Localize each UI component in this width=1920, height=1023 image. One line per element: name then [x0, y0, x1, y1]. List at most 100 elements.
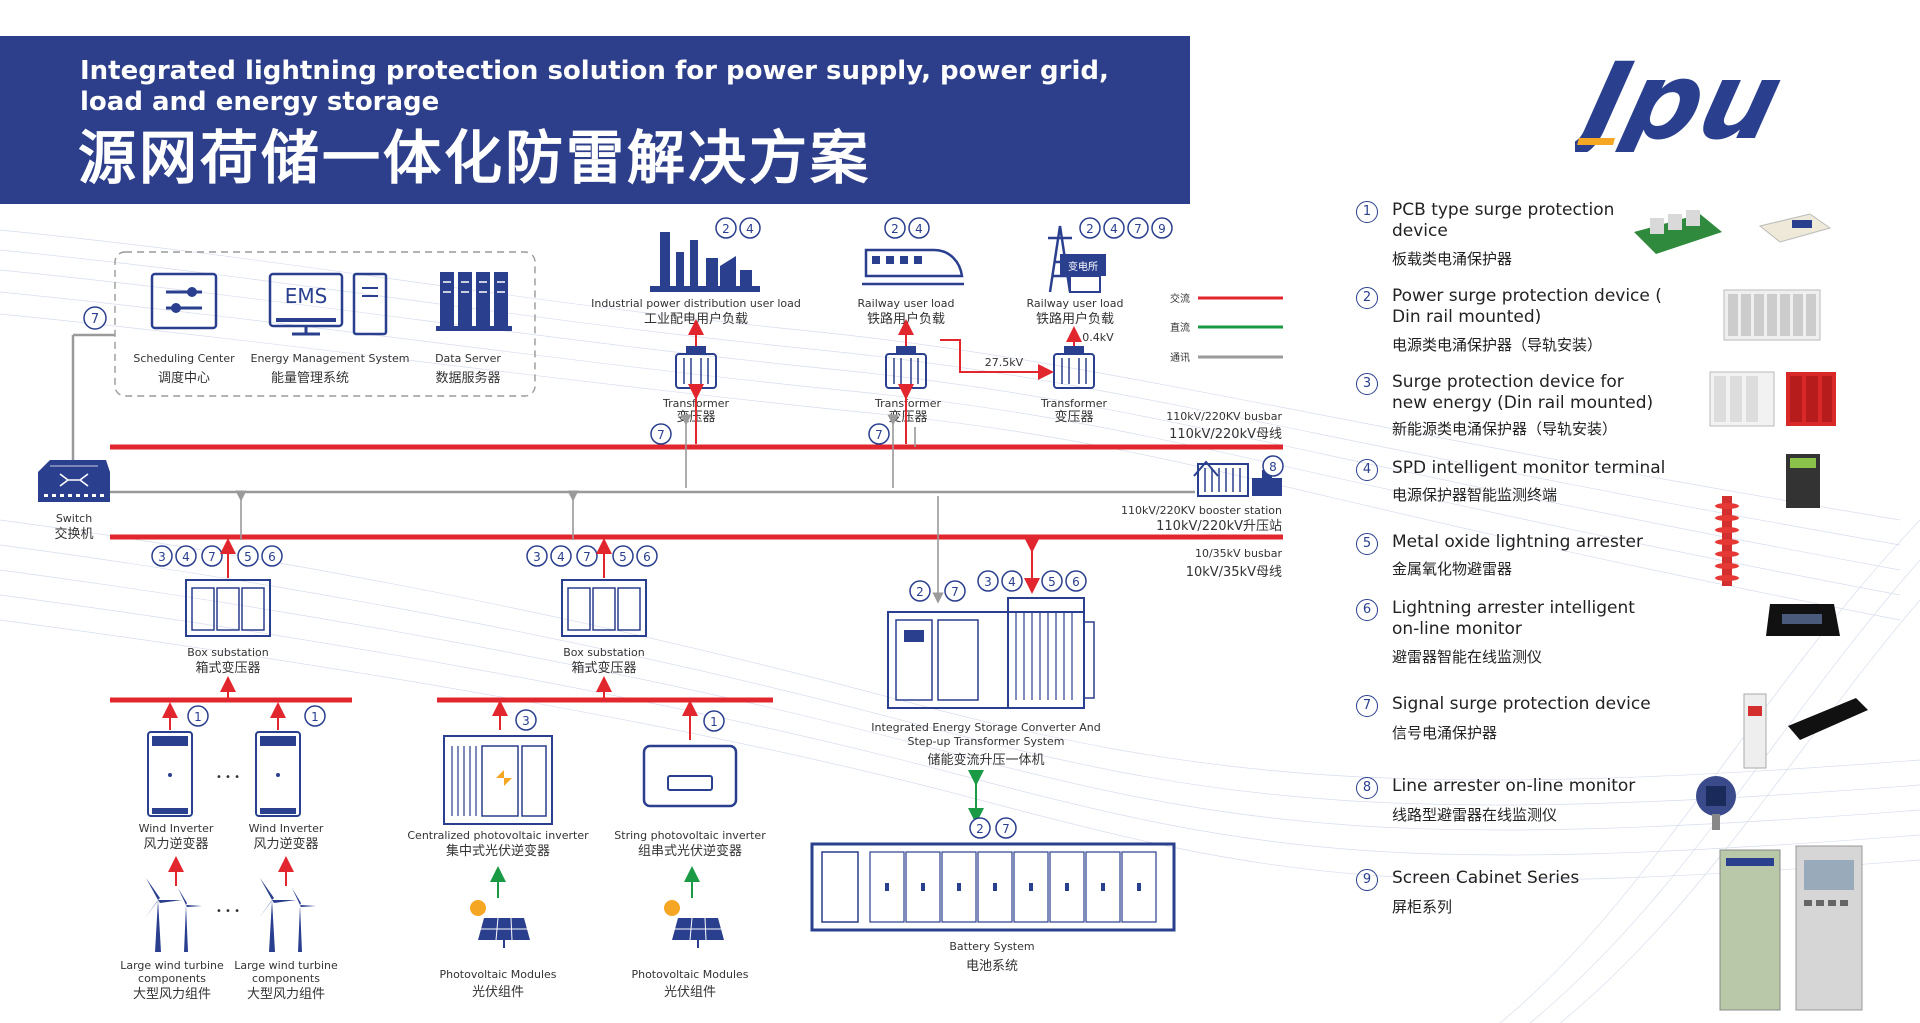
string-inverter-en: String photovoltaic inverter — [614, 829, 766, 842]
svg-text:2: 2 — [976, 822, 984, 836]
product-zh: 避雷器智能在线监测仪 — [1392, 648, 1543, 666]
svg-text:7: 7 — [875, 428, 883, 442]
voltage-04-label: 0.4kV — [1082, 331, 1114, 344]
box-substation-1 — [185, 579, 271, 637]
svg-text:4: 4 — [1008, 575, 1016, 589]
product-num: 6 — [1356, 599, 1378, 621]
svg-text:8: 8 — [1269, 460, 1277, 474]
svg-text:7: 7 — [951, 585, 959, 599]
booster-badge: 8 — [1262, 455, 1284, 477]
svg-text:7: 7 — [583, 550, 591, 564]
railway1-badges: 2 4 — [884, 217, 930, 239]
svg-text:2: 2 — [891, 222, 899, 236]
ems-screen-text: EMS — [285, 284, 328, 308]
box-substation-1-badges: 3 4 7 5 6 — [151, 545, 283, 567]
turbine-2-zh: 大型风力组件 — [247, 987, 325, 1002]
scheduling-label-en: Scheduling Center — [133, 352, 235, 365]
din-spd-image — [1723, 289, 1821, 341]
industrial-badges: 2 4 — [715, 217, 761, 239]
central-inverter-icon — [443, 735, 553, 825]
product-en: Signal surge protection device — [1392, 694, 1651, 714]
ems-monitor-icon — [268, 272, 388, 336]
wind-inverter-1-en: Wind Inverter — [139, 822, 214, 835]
transformer-1-icon — [675, 346, 717, 389]
turbine-1-en2: components — [138, 972, 206, 985]
title-en: Integrated lightning protection solution… — [80, 56, 1109, 117]
product-num: 9 — [1356, 869, 1378, 891]
turbine-arrows — [168, 856, 294, 886]
product-num: 3 — [1356, 373, 1378, 395]
voltage-27-label: 27.5kV — [985, 356, 1024, 369]
battery-system-icon — [810, 842, 1176, 932]
switch-label-en: Switch — [56, 512, 92, 525]
product-zh: 电源类电涌保护器（导轨安装） — [1392, 336, 1603, 354]
comm-links — [235, 414, 944, 604]
wind-inverter-2-zh: 风力逆变器 — [253, 836, 318, 852]
storage-converter-icon — [887, 597, 1095, 709]
svg-text:1: 1 — [710, 715, 718, 729]
product-en: PCB type surge protection device — [1392, 200, 1615, 241]
line-legend: 交流 直流 通讯 — [1170, 292, 1283, 364]
substation-label: 变电所 — [1068, 260, 1098, 273]
railway1-label-zh: 铁路用户负载 — [867, 311, 945, 327]
pv-modules-1-en: Photovoltaic Modules — [439, 968, 556, 981]
switch-icon — [38, 460, 110, 502]
product-num: 8 — [1356, 777, 1378, 799]
booster-zh: 110kV/220kV升压站 — [1156, 519, 1282, 534]
product-zh: 屏柜系列 — [1392, 898, 1453, 916]
svg-text:6: 6 — [1072, 575, 1080, 589]
product-num: 1 — [1356, 201, 1378, 223]
booster-en: 110kV/220KV booster station — [1121, 504, 1282, 517]
pv-modules-1-zh: 光伏组件 — [472, 985, 524, 1000]
transformer-3-en: Transformer — [1040, 397, 1107, 410]
svg-text:1: 1 — [194, 710, 202, 724]
hv-busbar-en: 110kV/220KV busbar — [1166, 410, 1282, 423]
svg-text:6: 6 — [268, 550, 276, 564]
string-badge: 1 — [703, 710, 725, 732]
product-en: Metal oxide lightning arrester — [1392, 532, 1643, 552]
svg-text:7: 7 — [91, 312, 99, 327]
line-arrester-monitor-image — [1696, 776, 1736, 830]
battery-en: Battery System — [949, 940, 1034, 953]
local-bus-arrows — [220, 676, 612, 698]
transformer-2-icon — [885, 346, 927, 389]
data-server-icon — [436, 272, 512, 331]
svg-text:3: 3 — [533, 550, 541, 564]
svg-text:7: 7 — [208, 550, 216, 564]
header-banner: Integrated lightning protection solution… — [0, 36, 1190, 204]
product-num: 5 — [1356, 533, 1378, 555]
railway1-label-en: Railway user load — [858, 297, 955, 310]
switch-label-zh: 交换机 — [54, 526, 93, 542]
factory-icon — [650, 232, 760, 292]
wind-ellipsis-1: • • • — [216, 772, 240, 783]
scheduling-center-icon — [150, 272, 218, 330]
transformer-2-en: Transformer — [874, 397, 941, 410]
wind-inverter-arrows — [162, 702, 286, 730]
central-badge: 3 — [515, 709, 537, 731]
product-en: Screen Cabinet Series — [1392, 868, 1580, 888]
logo-text: Jpu — [1575, 52, 1794, 152]
string-inverter-icon — [642, 744, 738, 808]
product-num: 2 — [1356, 287, 1378, 309]
wind-turbine-icon-1 — [145, 878, 202, 952]
box-substation-1-en: Box substation — [187, 646, 269, 659]
product-images — [1634, 210, 1868, 1011]
product-zh: 信号电涌保护器 — [1392, 724, 1498, 742]
ems-label-zh: 能量管理系统 — [271, 371, 349, 386]
wind-turbine-icon-2 — [259, 878, 316, 952]
scheduling-label-zh: 调度中心 — [158, 370, 210, 386]
product-zh: 电源保护器智能监测终端 — [1392, 486, 1558, 504]
wind-inverter-1 — [147, 731, 193, 817]
product-en: SPD intelligent monitor terminal — [1392, 458, 1666, 478]
transformer-2-badge: 7 — [868, 423, 890, 445]
communication-lines — [71, 333, 1195, 494]
storage-en-1: Integrated Energy Storage Converter And — [871, 721, 1100, 734]
wind-inverter-2 — [255, 731, 301, 817]
product-en: Surge protection device for new energy (… — [1392, 372, 1654, 413]
product-num: 4 — [1356, 459, 1378, 481]
svg-text:2: 2 — [1086, 222, 1094, 236]
transformer-3-zh: 变压器 — [1054, 409, 1093, 425]
jpu-logo: Jpu — [1554, 41, 1855, 164]
product-num: 7 — [1356, 695, 1378, 717]
